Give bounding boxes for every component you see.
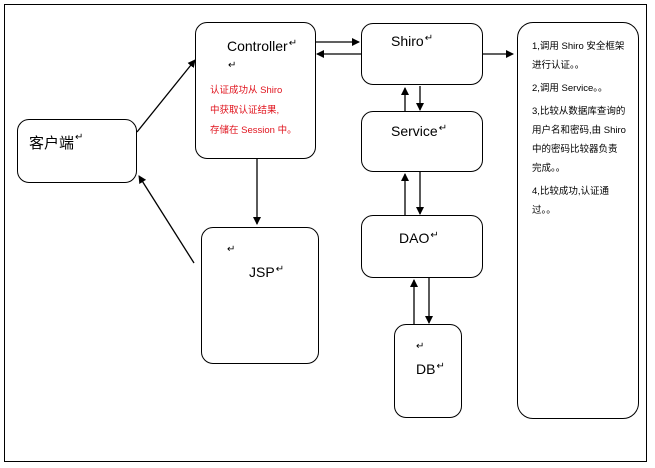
dao-box: DAO↵ — [361, 215, 483, 278]
note-step-4: 4,比较成功,认证通过。。 — [532, 186, 610, 216]
controller-note-line-2: 中获取认证结果, — [210, 105, 280, 116]
db-box: ↵ DB↵ — [394, 324, 462, 418]
db-blank-mark: ↵ — [416, 341, 425, 352]
shiro-box: Shiro↵ — [361, 23, 483, 85]
jsp-box: ↵ JSP↵ — [201, 227, 319, 364]
note-step-3: 3,比较从数据库查询的用户名和密码,由 Shiro 中的密码比较器负责完成。。 — [532, 106, 626, 174]
arrow-client-to-controller — [136, 59, 196, 133]
controller-label: Controller↵ — [227, 38, 298, 54]
note-step-2: 2,调用 Service。。 — [532, 83, 608, 94]
client-label: 客户端↵ — [29, 132, 84, 152]
shiro-label: Shiro↵ — [391, 33, 434, 49]
controller-note-line-1: 认证成功从 Shiro — [210, 85, 283, 96]
notes-list: 1,调用 Shiro 安全框架进行认证。。 2,调用 Service。。 3,比… — [532, 37, 626, 224]
controller-box: Controller↵ ↵ 认证成功从 Shiro 中获取认证结果, 存储在 S… — [195, 22, 316, 159]
client-box: 客户端↵ — [17, 119, 137, 183]
controller-blank-mark: ↵ — [228, 60, 237, 71]
arrow-jsp-to-client — [138, 175, 195, 264]
jsp-blank-mark: ↵ — [227, 244, 236, 255]
note-step-1: 1,调用 Shiro 安全框架进行认证。。 — [532, 41, 625, 71]
dao-label: DAO↵ — [399, 230, 439, 246]
jsp-label: JSP↵ — [249, 264, 285, 280]
service-box: Service↵ — [361, 111, 483, 172]
service-label: Service↵ — [391, 123, 448, 139]
diagram-frame — [4, 4, 647, 462]
notes-box: 1,调用 Shiro 安全框架进行认证。。 2,调用 Service。。 3,比… — [517, 22, 639, 419]
controller-note-line-3: 存储在 Session 中。 — [210, 125, 297, 136]
db-label: DB↵ — [416, 361, 445, 377]
